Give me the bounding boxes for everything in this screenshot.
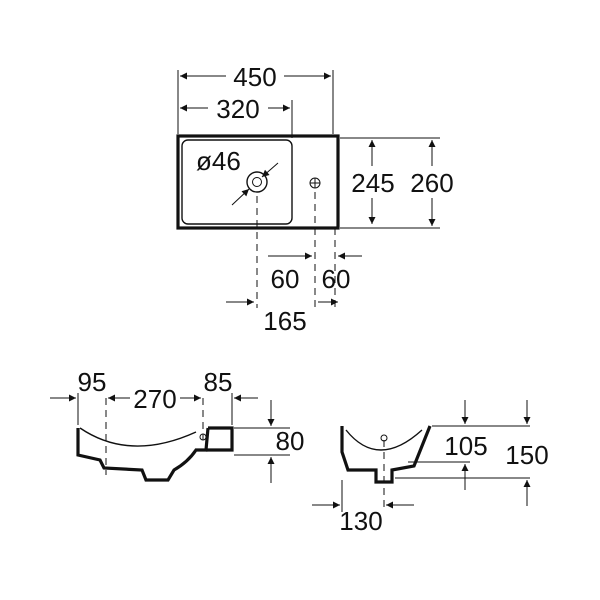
tap-hole-icon	[309, 177, 321, 189]
label-270: 270	[133, 384, 176, 414]
dim-side-inner-height: 105	[444, 400, 488, 490]
label-450: 450	[233, 62, 276, 92]
dim-tap-offsets: 60 60	[268, 252, 362, 294]
dim-front-horizontal: 95 270 85	[50, 367, 258, 414]
side-view: 105 150 130	[312, 400, 549, 536]
label-85: 85	[204, 367, 233, 397]
side-profile	[340, 425, 432, 484]
drain-icon	[246, 171, 268, 193]
label-drain-diameter: ø46	[196, 146, 241, 176]
dim-side-overall-height: 150	[505, 400, 549, 506]
front-view: 95 270 85 80	[50, 367, 304, 483]
basin-outline	[176, 134, 340, 230]
label-80: 80	[276, 426, 305, 456]
dim-basin-width: 320	[180, 94, 293, 138]
label-95: 95	[78, 367, 107, 397]
label-245: 245	[351, 168, 394, 198]
dim-front-height: 80	[234, 400, 304, 483]
label-320: 320	[216, 94, 259, 124]
label-150: 150	[505, 440, 548, 470]
dim-overall-depth: 260	[410, 140, 454, 226]
label-60-left: 60	[271, 264, 300, 294]
basin-bowl	[181, 139, 293, 225]
label-130: 130	[339, 506, 382, 536]
top-view: 450 320 ø46 245 260	[176, 62, 454, 336]
dim-inner-depth: 245	[351, 140, 395, 224]
dim-drain-to-edge: 165	[226, 298, 338, 336]
label-105: 105	[444, 431, 487, 461]
front-profile	[76, 427, 210, 482]
dim-side-depth: 130	[312, 501, 414, 536]
dim-drain-diameter: ø46	[196, 146, 279, 206]
label-60-right: 60	[322, 264, 351, 294]
dim-overall-width: 450	[177, 62, 334, 134]
label-260: 260	[410, 168, 453, 198]
label-165: 165	[263, 306, 306, 336]
